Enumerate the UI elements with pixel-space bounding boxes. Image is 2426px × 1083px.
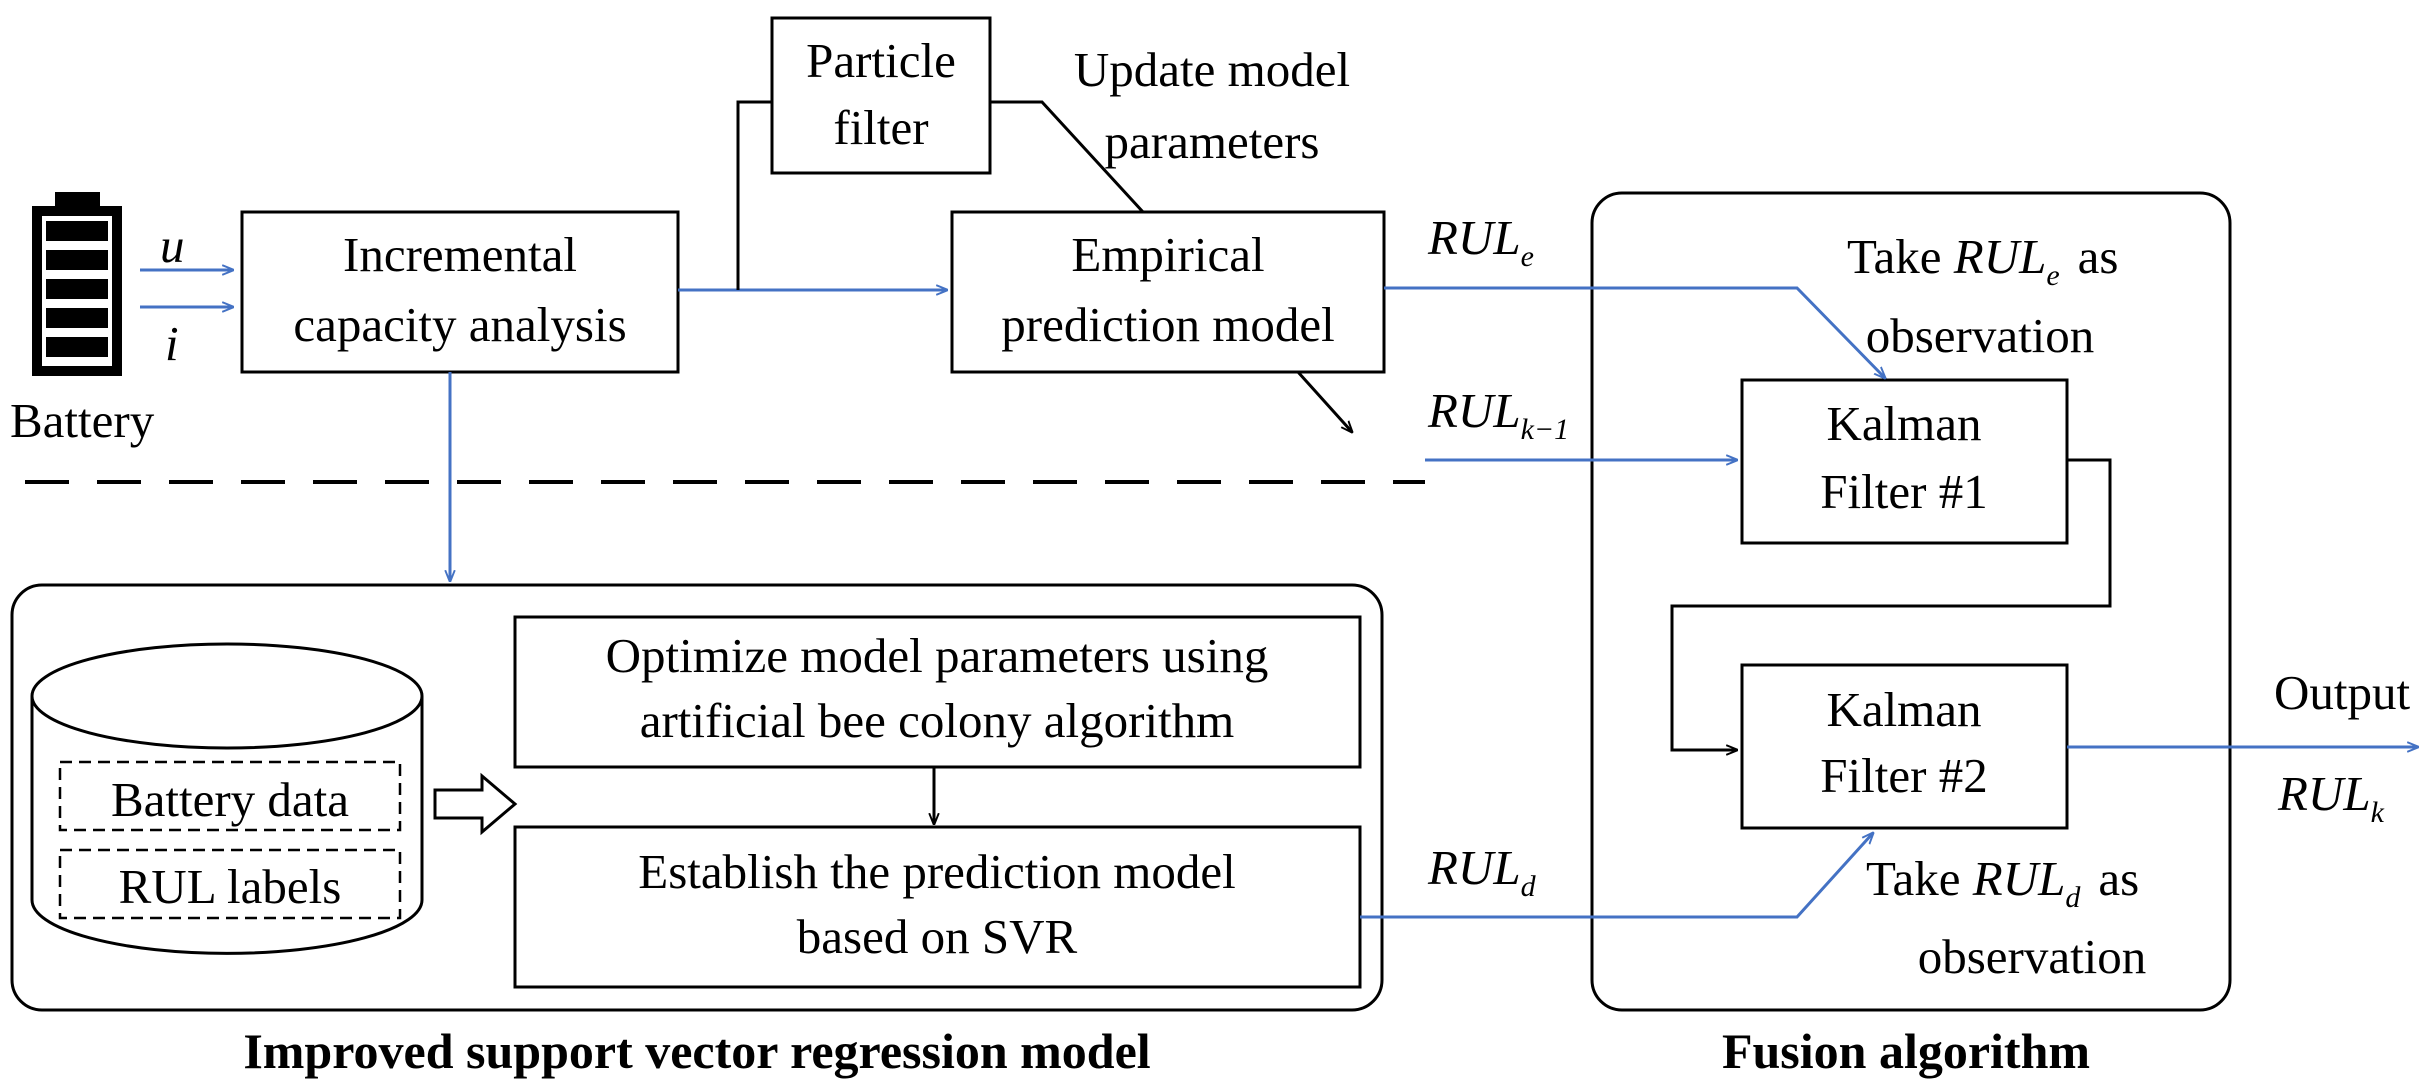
ica-line-1: Incremental: [343, 227, 577, 282]
kalman-filter-1-box: [1740, 378, 2069, 545]
rul-labels-box: [58, 848, 402, 920]
establish-box: [513, 825, 1362, 989]
svr-section-title: Improved support vector regression model: [243, 1023, 1150, 1079]
input-i-label: i: [165, 316, 179, 371]
take-ruld-line-2: observation: [1918, 929, 2147, 984]
battery-data-box: [58, 760, 402, 832]
empirical-to-kalman-arrow: [1296, 370, 1352, 432]
output-label: Output: [2274, 665, 2411, 720]
particle-filter-to-empirical-line: [990, 100, 1145, 214]
kalman-2-line-1: Kalman: [1826, 682, 1981, 737]
particle-filter-line-1: Particle: [806, 33, 956, 88]
rul-e-label: RULe: [1427, 210, 1534, 273]
kalman-filter-2-box: [1740, 663, 2069, 830]
empirical-line-2: prediction model: [1001, 297, 1334, 352]
battery-label: Battery: [10, 393, 155, 448]
optimize-line-2: artificial bee colony algorithm: [640, 693, 1235, 748]
fusion-container: [1590, 191, 2232, 1012]
update-params-line-2: parameters: [1105, 114, 1320, 169]
rul-d-label: RULd: [1427, 840, 1537, 903]
battery-data-label: Battery data: [111, 772, 349, 827]
particle-filter-box: [770, 16, 992, 175]
rul-k-minus-1-label: RULk−1: [1427, 383, 1569, 446]
take-rule-line-2: observation: [1866, 308, 2095, 363]
input-u-label: u: [160, 218, 185, 273]
optimize-line-1: Optimize model parameters using: [606, 628, 1269, 683]
kalman-1-line-1: Kalman: [1826, 396, 1981, 451]
svr-container: [10, 583, 1384, 1012]
fusion-section-title: Fusion algorithm: [1722, 1023, 2090, 1079]
rul-k-label: RULk: [2277, 766, 2385, 829]
ica-line-2: capacity analysis: [293, 297, 626, 352]
establish-line-1: Establish the prediction model: [638, 844, 1235, 899]
optimize-box: [513, 615, 1362, 769]
kalman-2-line-2: Filter #2: [1820, 748, 1987, 803]
update-params-line-1: Update model: [1074, 42, 1350, 97]
rul-d-arrow: [1360, 833, 1873, 919]
establish-line-2: based on SVR: [797, 909, 1078, 964]
rul-e-arrow: [1384, 286, 1885, 378]
rul-labels-label: RUL labels: [119, 859, 342, 914]
kalman-1-line-2: Filter #1: [1820, 464, 1987, 519]
ica-box: [240, 210, 680, 374]
battery-icon: [32, 192, 122, 376]
hollow-arrow-icon: [433, 772, 518, 836]
ica-to-particle-filter-line: [736, 100, 772, 290]
kf1-to-kf2-arrow: [1670, 458, 2112, 750]
particle-filter-line-2: filter: [833, 100, 928, 155]
empirical-line-1: Empirical: [1071, 227, 1264, 282]
empirical-model-box: [950, 210, 1386, 374]
